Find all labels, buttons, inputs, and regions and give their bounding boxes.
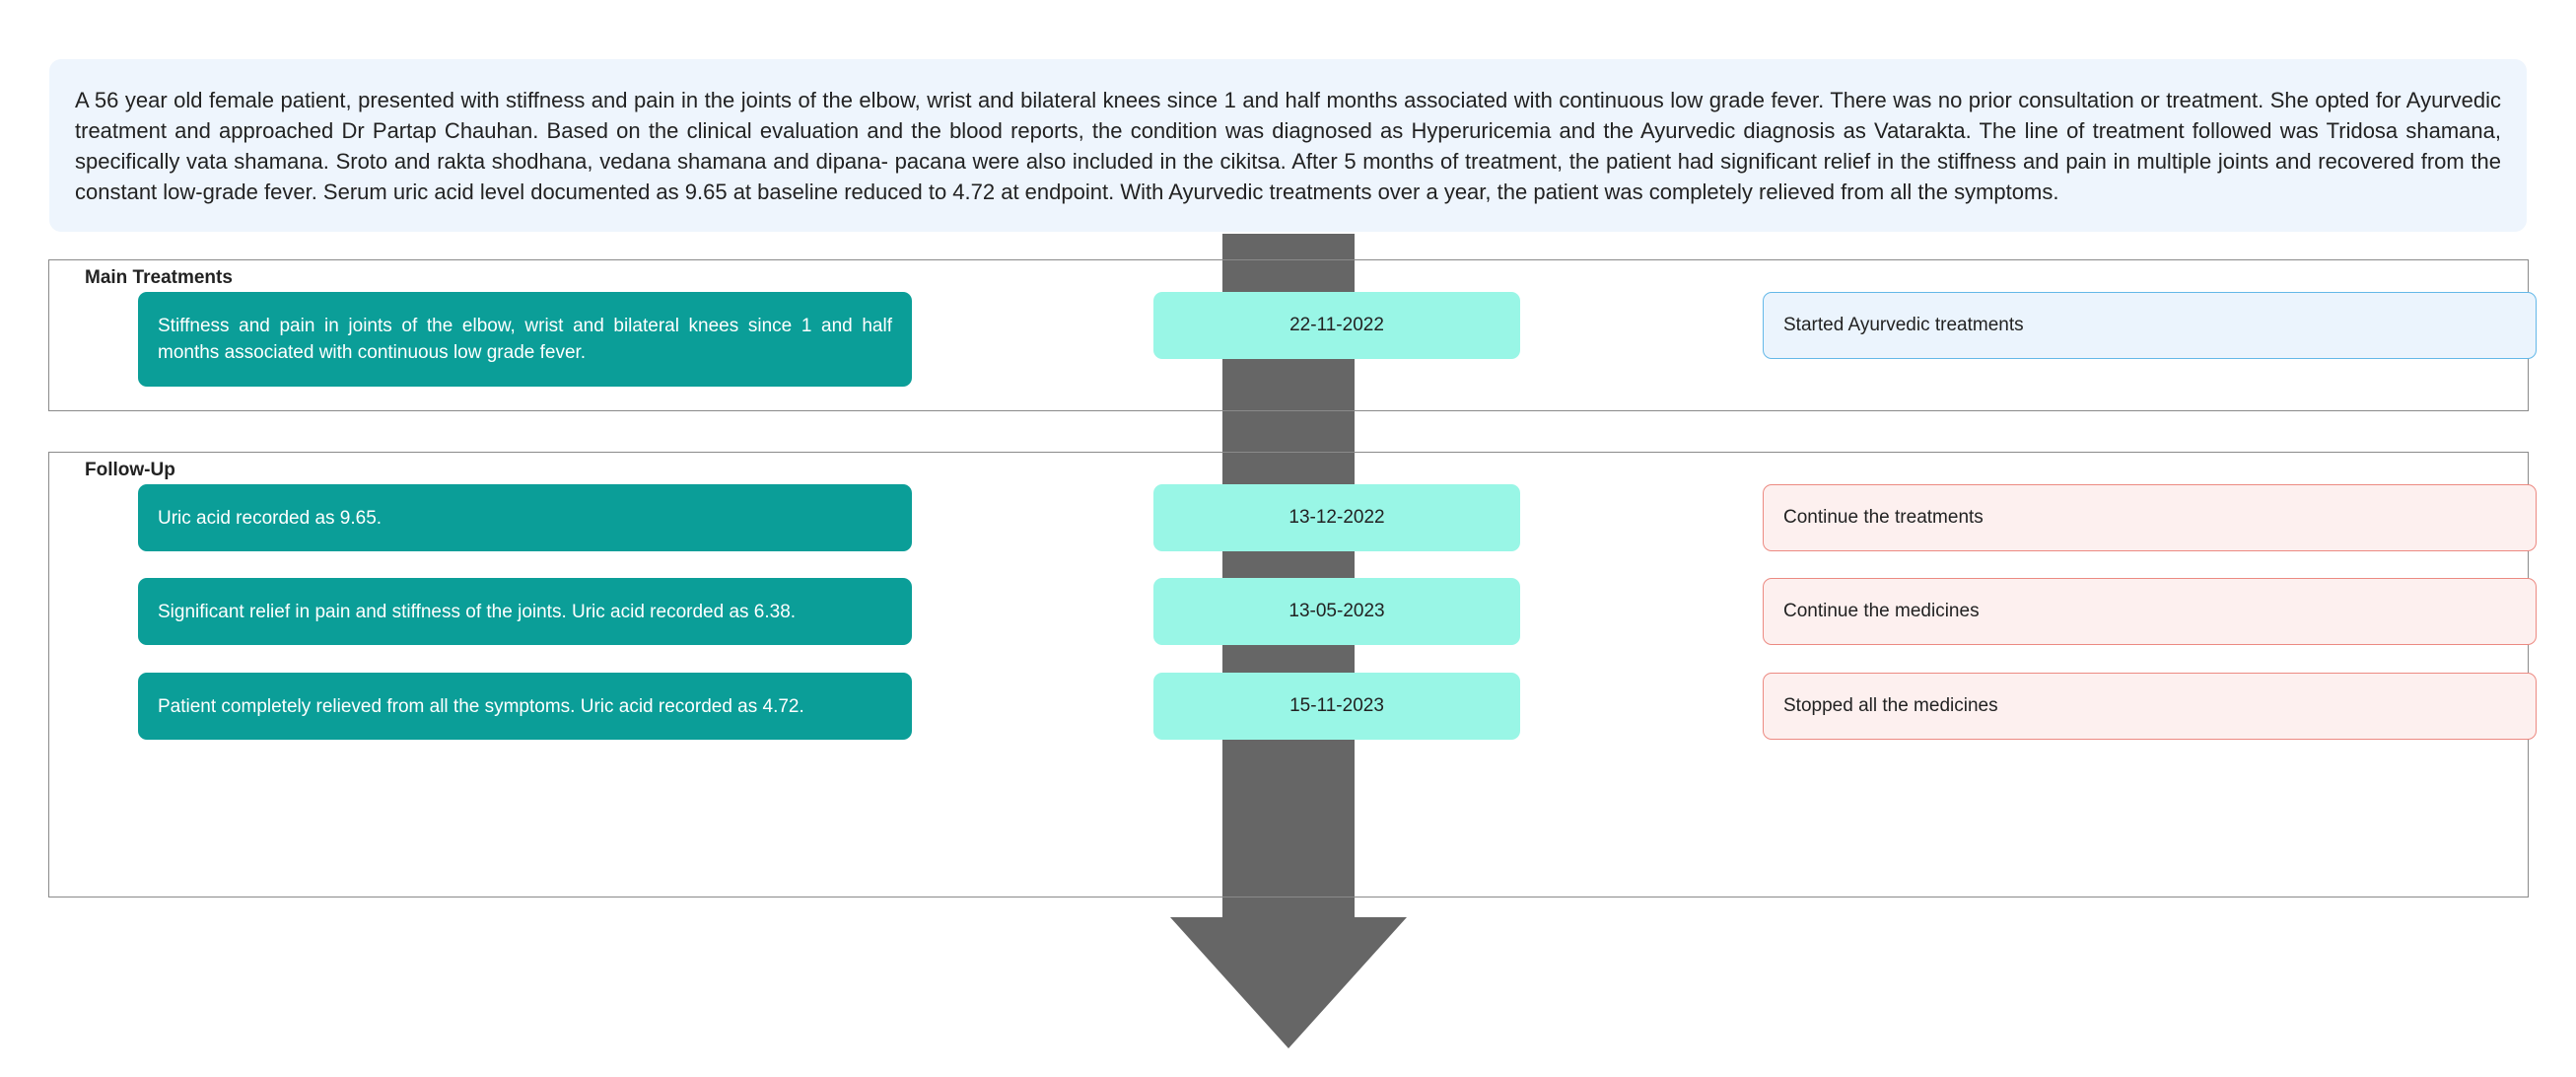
follow-up-section: Follow-Up Uric acid recorded as 9.65. 13… bbox=[48, 452, 2537, 898]
date-box: 13-12-2022 bbox=[1153, 484, 1520, 551]
section-title-main-treatments: Main Treatments bbox=[85, 267, 233, 288]
action-box: Continue the medicines bbox=[1763, 578, 2537, 645]
event-box: Significant relief in pain and stiffness… bbox=[138, 578, 912, 645]
action-box: Continue the treatments bbox=[1763, 484, 2537, 551]
date-box: 22-11-2022 bbox=[1153, 292, 1520, 359]
section-title-follow-up: Follow-Up bbox=[85, 460, 175, 480]
event-box: Stiffness and pain in joints of the elbo… bbox=[138, 292, 912, 387]
timeline-arrow-head bbox=[1170, 917, 1407, 1048]
date-box: 13-05-2023 bbox=[1153, 578, 1520, 645]
case-summary: A 56 year old female patient, presented … bbox=[49, 59, 2527, 232]
main-treatments-section: Main Treatments Stiffness and pain in jo… bbox=[48, 259, 2537, 411]
event-box: Patient completely relieved from all the… bbox=[138, 673, 912, 740]
event-box: Uric acid recorded as 9.65. bbox=[138, 484, 912, 551]
action-box: Started Ayurvedic treatments bbox=[1763, 292, 2537, 359]
action-box: Stopped all the medicines bbox=[1763, 673, 2537, 740]
date-box: 15-11-2023 bbox=[1153, 673, 1520, 740]
